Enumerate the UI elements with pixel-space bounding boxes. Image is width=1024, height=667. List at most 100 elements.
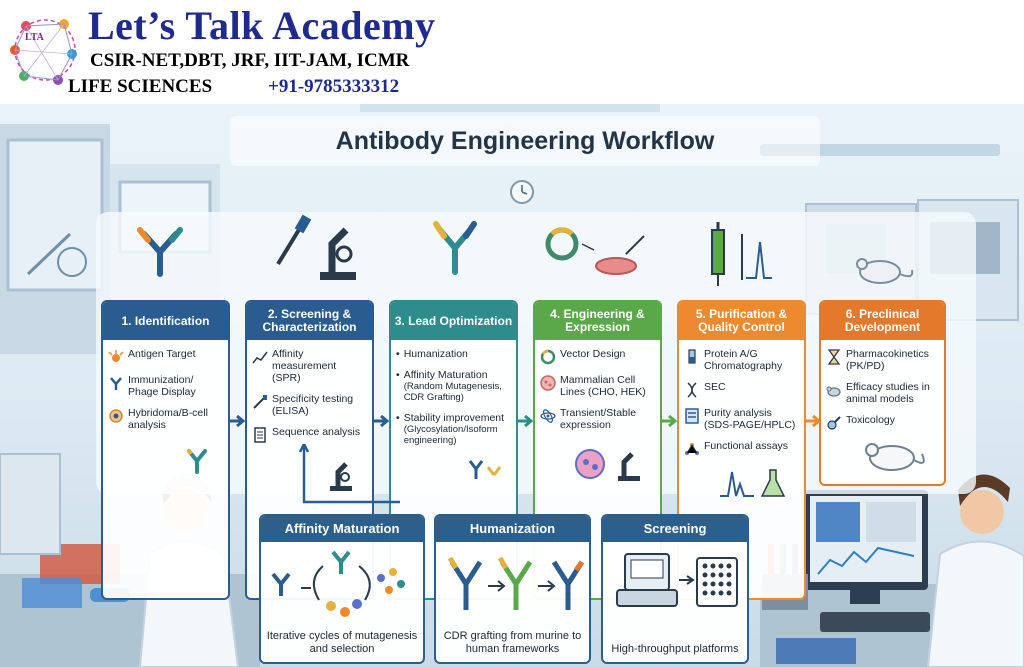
item-text: SEC [704,381,726,393]
list-item: Specificity testing (ELISA) [252,393,367,417]
bullet-icon: • [396,412,400,424]
dna-icon [687,382,697,398]
pipette-microscope-illustration-icon [276,214,356,280]
subject-label: LIFE SCIENCES [68,76,213,97]
lab-scene: Antibody Engineering Workflow [0,104,1024,667]
plasmid-icon [540,349,556,365]
mutagenesis-cycle-icon [271,550,405,617]
item-text: Specificity testing (ELISA) [272,393,354,417]
diagram-title: Antibody Engineering Workflow [230,116,820,166]
antibody-fragments-icon [468,460,502,479]
step-title: 4. Engineering & Expression [535,302,660,340]
list-item: SEC [684,381,799,398]
list-item: Immunization/ Phage Display [108,374,223,398]
list-item: Sequence analysis [252,426,367,443]
panel-caption: CDR grafting from murine to human framew… [443,630,582,655]
item-text: Sequence analysis [272,426,361,438]
item-text: Vector Design [560,348,626,360]
panel-caption: High-throughput platforms [611,643,739,655]
bullet-icon: • [396,348,400,360]
list-item: Antigen Target [108,348,223,365]
antigen-icon [108,350,124,362]
arrow-right-icon [229,414,246,428]
list-item: Affinity measurement (SPR) [252,348,367,384]
document-icon [254,427,266,443]
list-item: Mammalian Cell Lines (CHO, HEK) [540,374,655,398]
item-text: Purity analysis (SDS-PAGE/HPLC) [704,407,796,431]
item-text: Transient/Stable expression [560,407,637,431]
step-title: 5. Purification & Quality Control [679,302,804,340]
gel-icon [685,408,699,424]
graph-icon [252,351,268,364]
list-item: Pharmacokinetics (PK/PD) [826,348,939,372]
logo-lettering: LTA [25,32,44,43]
item-text: Functional assays [704,440,789,452]
list-item: • Stability improvement (Glycosylation/I… [396,412,511,446]
panel-affinity-maturation: Affinity Maturation Iterative cycles of … [259,514,425,664]
step-identification: 1. Identification Antigen Target Immuniz… [101,300,230,600]
arrow-right-icon [517,414,534,428]
panel-humanization: Humanization CDR grafting from murine to… [434,514,591,664]
list-item: Toxicology [826,414,939,431]
cells-icon [540,375,556,391]
list-item: Efficacy studies in animal models [826,381,939,405]
plasmid-dish-illustration-icon [545,227,645,275]
cdr-grafting-icon [447,556,585,610]
item-text: Affinity measurement (SPR) [272,348,337,384]
lead-antibody-illustration-icon [433,221,477,275]
item-text: Toxicology [846,414,896,426]
column-icon [688,349,696,364]
academy-header: LTA Let’s Talk Academy CSIR-NET,DBT, JRF… [0,0,1024,104]
item-text: Humanization [403,348,468,360]
item-text: Antigen Target [128,348,196,360]
cell-icon [109,409,123,423]
hourglass-icon [827,349,841,365]
list-item: Protein A/G Chromatography [684,348,799,372]
panel-title: Screening [603,516,747,542]
item-text: Mammalian Cell Lines (CHO, HEK) [560,374,646,398]
item-text: Stability improvement [403,412,505,424]
item-text: Protein A/G Chromatography [704,348,783,372]
academy-logo-icon [10,19,77,85]
list-item: Hybridoma/B-cell analysis [108,407,223,431]
list-item: Vector Design [540,348,655,365]
high-throughput-platform-icon [616,553,738,607]
step-title: 3. Lead Optimization [391,302,516,340]
phone-number: +91-9785333312 [268,76,400,97]
step-title: 1. Identification [103,302,228,340]
panel-caption: Iterative cycles of mutagenesis and sele… [266,630,418,655]
network-icon [685,443,699,455]
list-item: • Affinity Maturation (Random Mutagenesi… [396,369,511,403]
microscope-icon [330,462,352,491]
cell-culture-microscope-icon [575,449,640,481]
list-item: Functional assays [684,440,799,457]
list-item: Transient/Stable expression [540,407,655,431]
panel-screening: Screening High-throughput platforms [601,514,749,664]
chromatogram-flask-icon [720,469,786,497]
bullet-icon: • [396,369,400,381]
arrow-right-icon [661,414,678,428]
antibody-small-icon [186,448,207,474]
mouse-icon [826,386,841,397]
list-item: Purity analysis (SDS-PAGE/HPLC) [684,407,799,431]
item-subtext: (Glycosylation/Isoform engineering) [403,424,498,446]
academy-name: Let’s Talk Academy [88,3,436,48]
antibody-illustration-icon [137,227,183,277]
arrow-right-icon [373,414,390,428]
syringe-chromatogram-illustration-icon [711,222,772,286]
item-text: Immunization/ Phage Display [128,374,196,398]
lab-mouse-icon [865,443,925,471]
connector-arrow-icon [298,444,400,504]
step-title: 6. Preclinical Development [821,302,944,340]
exam-list: CSIR-NET,DBT, JRF, IIT-JAM, ICMR [90,50,410,71]
step-illustrations [137,214,914,286]
item-text: Efficacy studies in animal models [846,381,930,405]
item-subtext: (Random Mutagenesis, CDR Grafting) [403,381,502,403]
step-title: 2. Screening & Characterization [247,302,372,340]
toxicology-icon [827,416,841,430]
antibody-icon [110,377,122,390]
item-text: Affinity Maturation [403,369,488,381]
panel-title: Humanization [436,516,589,542]
atom-icon [540,409,556,423]
mouse-illustration-icon [856,258,914,284]
